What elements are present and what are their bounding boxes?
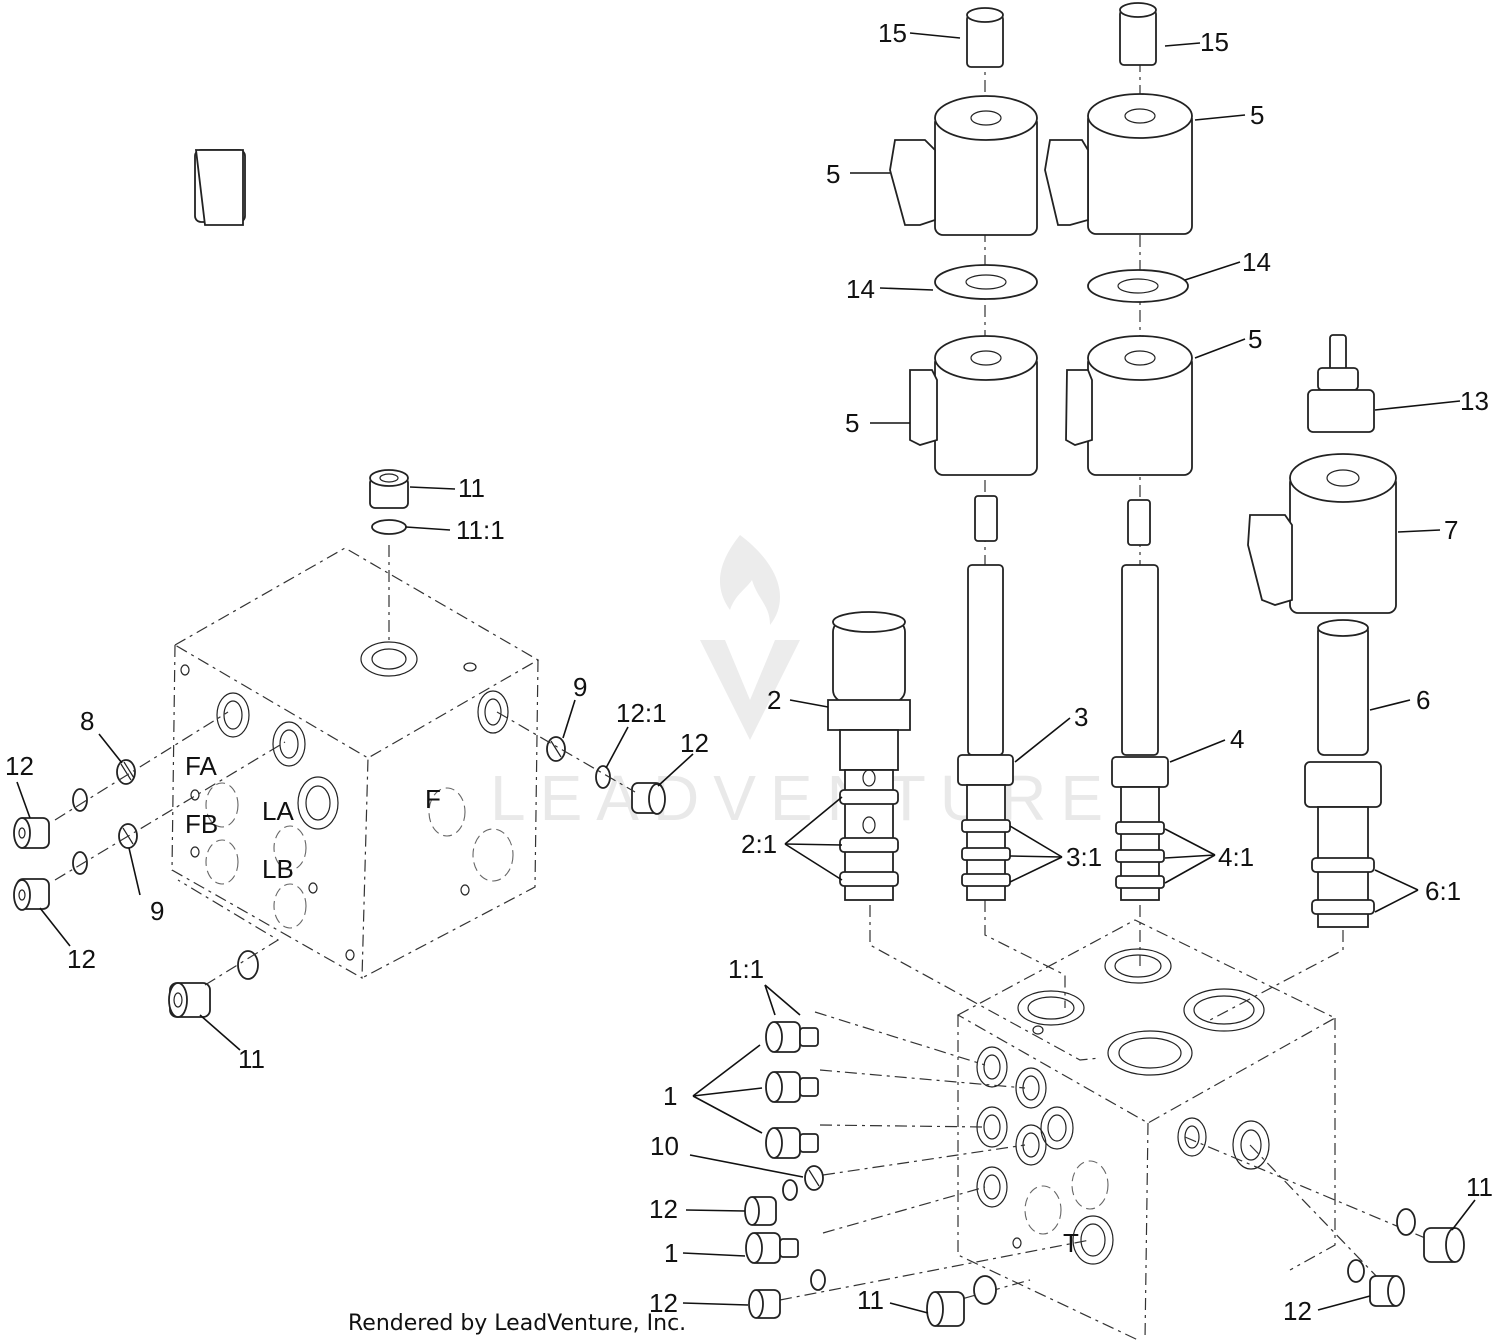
callout-11-c: 11 xyxy=(857,1285,884,1315)
solenoid-stack-6 xyxy=(1247,334,1397,928)
right-block-assembly-lines xyxy=(779,900,1431,1306)
port-mark-f: F xyxy=(425,784,441,814)
plug-1-a xyxy=(765,1071,819,1103)
callout-7: 7 xyxy=(1444,515,1458,545)
footer-credit: Rendered by LeadVenture, Inc. xyxy=(348,1311,686,1336)
plug-1-c xyxy=(745,1232,799,1264)
callout-labels: 15 15 5 5 14 14 5 5 13 7 6 6:1 2 2:1 3 3… xyxy=(5,18,1493,1326)
watermark-text: LEADVENTURE xyxy=(490,762,1117,834)
callout-12-b: 12 xyxy=(5,751,34,781)
left-manifold-block xyxy=(171,547,540,980)
left-block-fittings xyxy=(13,469,666,1018)
port-mark-fa: FA xyxy=(185,751,217,781)
solenoid-stack-4 xyxy=(1044,2,1193,901)
callout-6-1: 6:1 xyxy=(1425,876,1461,906)
callout-11-right: 11 xyxy=(1466,1172,1493,1202)
callout-12-e: 12 xyxy=(649,1288,678,1318)
callout-3-1: 3:1 xyxy=(1066,842,1102,872)
callout-11-1: 11:1 xyxy=(456,515,505,545)
callout-2: 2 xyxy=(767,685,781,715)
callout-1-b: 1 xyxy=(664,1238,678,1268)
callout-5-d: 5 xyxy=(1248,324,1262,354)
callout-15-b: 15 xyxy=(1200,27,1229,57)
callout-5-a: 5 xyxy=(826,159,840,189)
callout-12-c: 12 xyxy=(67,944,96,974)
port-mark-t: T xyxy=(1063,1228,1079,1258)
callout-3: 3 xyxy=(1074,702,1088,732)
callout-12-1: 12:1 xyxy=(616,698,667,728)
callout-12-d: 12 xyxy=(649,1194,678,1224)
callout-4: 4 xyxy=(1230,724,1244,754)
callout-5-b: 5 xyxy=(1250,100,1264,130)
right-manifold-block xyxy=(956,919,1337,1341)
plug-1-1 xyxy=(765,1021,819,1053)
plug-1-b xyxy=(765,1127,819,1159)
callout-5-c: 5 xyxy=(845,408,859,438)
solenoid-stack-3 xyxy=(194,7,1038,901)
leadventure-watermark-logo xyxy=(700,535,800,740)
callout-11-left: 11 xyxy=(238,1044,265,1074)
coil-connector-a xyxy=(889,139,938,446)
callout-11-top: 11 xyxy=(458,473,485,503)
callout-4-1: 4:1 xyxy=(1218,842,1254,872)
callout-12-f: 12 xyxy=(1283,1296,1312,1326)
callout-13: 13 xyxy=(1460,386,1489,416)
callout-9-a: 9 xyxy=(573,672,587,702)
callout-9-b: 9 xyxy=(150,896,164,926)
callout-14-b: 14 xyxy=(1242,247,1271,277)
callout-15-a: 15 xyxy=(878,18,907,48)
right-block-fittings xyxy=(744,1021,1465,1327)
callout-6: 6 xyxy=(1416,685,1430,715)
port-mark-fb: FB xyxy=(185,809,218,839)
leader-lines xyxy=(16,32,1476,1314)
port-mark-la: LA xyxy=(262,796,294,826)
callout-10: 10 xyxy=(650,1131,679,1161)
callout-14-a: 14 xyxy=(846,274,875,304)
callout-8: 8 xyxy=(80,706,94,736)
port-mark-lb: LB xyxy=(262,854,294,884)
cartridge-valve-2 xyxy=(827,611,911,901)
callout-1-1: 1:1 xyxy=(728,954,764,984)
callout-1-a: 1 xyxy=(663,1081,677,1111)
callout-2-1: 2:1 xyxy=(741,829,777,859)
callout-12-a: 12 xyxy=(680,728,709,758)
